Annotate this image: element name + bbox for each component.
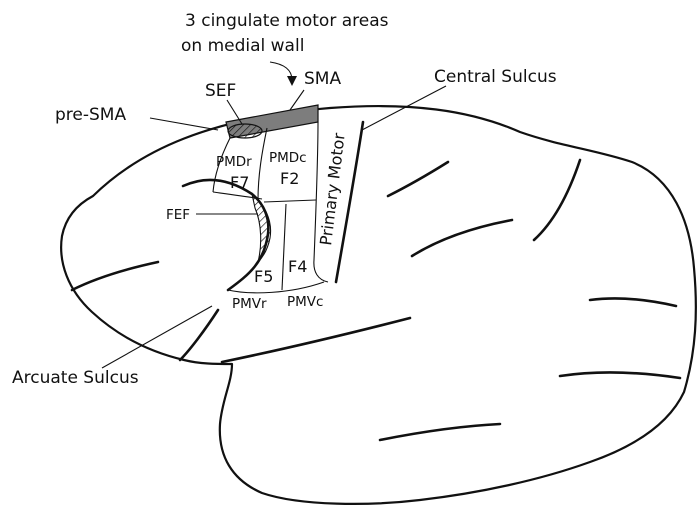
occipital-sulcus xyxy=(590,298,676,306)
f5-label: F5 xyxy=(254,267,273,286)
arcuate-sulcus-label: Arcuate Sulcus xyxy=(12,368,139,388)
pre-sma-label: pre-SMA xyxy=(55,105,126,125)
central-sulcus-leader xyxy=(362,86,446,130)
pmdr-pmdc-divider xyxy=(258,128,267,200)
sma-leader xyxy=(290,90,304,110)
postcentral-sulcus xyxy=(388,162,448,196)
temporal-sulcus-lower xyxy=(380,424,500,440)
brain-outline xyxy=(61,106,696,504)
dorsal-ventral-divider xyxy=(264,200,316,202)
cingulate-label-line2: on medial wall xyxy=(181,36,304,56)
premotor-bottom xyxy=(228,282,324,293)
pmvr-label: PMVr xyxy=(232,296,267,312)
pmdc-label: PMDc xyxy=(269,150,307,166)
pre-sma-leader xyxy=(150,118,218,130)
pmvc-label: PMVc xyxy=(287,294,323,310)
arrow-head xyxy=(287,76,297,86)
f7-label: F7 xyxy=(230,173,249,192)
sef-region xyxy=(228,124,262,138)
f4-label: F4 xyxy=(288,257,307,276)
f2-label: F2 xyxy=(280,169,299,188)
intraparietal-sulcus xyxy=(412,220,512,256)
superior-temporal-sulcus xyxy=(222,318,410,362)
f5-f4-divider xyxy=(282,204,286,290)
pmdr-label: PMDr xyxy=(216,154,252,170)
lunate-sulcus xyxy=(534,160,580,240)
lateral-sulcus xyxy=(180,310,218,360)
sef-label: SEF xyxy=(205,81,236,101)
inferior-occipital-sulcus xyxy=(560,372,680,378)
fef-region xyxy=(252,194,271,262)
sma-label: SMA xyxy=(304,69,341,89)
arcuate-sulcus-leader xyxy=(102,306,212,368)
cingulate-label-line1: 3 cingulate motor areas xyxy=(185,11,389,31)
fef-label: FEF xyxy=(166,207,190,223)
frontal-sulcus xyxy=(72,262,158,290)
central-sulcus-label: Central Sulcus xyxy=(434,67,557,87)
